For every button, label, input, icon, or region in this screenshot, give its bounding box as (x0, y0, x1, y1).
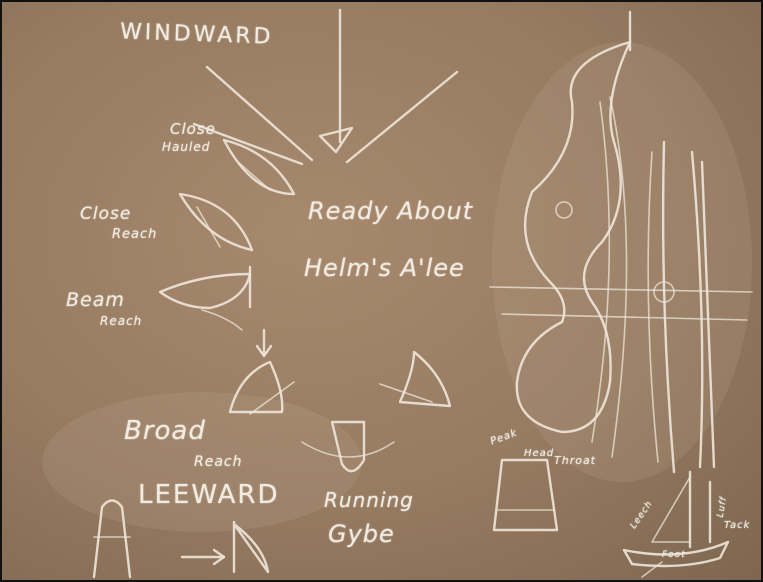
small-arrow (255, 328, 273, 358)
gybe-label: Gybe (328, 520, 395, 548)
close-hauled-label-line1: Close (170, 120, 216, 138)
sail-sketches-right (647, 140, 716, 474)
running-label: Running (324, 488, 414, 512)
broad-reach-label-line1: Broad (124, 416, 206, 446)
helms-alee-label: Helm's A'lee (304, 254, 465, 282)
close-reach-label-line1: Close (80, 204, 132, 224)
sail-parts-diagram (492, 458, 559, 532)
broad-reach-boat-sketch (228, 360, 295, 415)
tack-label: Tack (724, 520, 751, 531)
foot-label: Foot (662, 550, 686, 560)
ready-about-label: Ready About (308, 197, 474, 225)
beam-reach-label-line1: Beam (66, 289, 125, 311)
windward-label: WINDWARD (119, 19, 274, 50)
close-hauled-label-line2: Hauled (162, 140, 211, 154)
beam-reach-label-line2: Reach (100, 314, 143, 328)
close-hauled-boat-sketch (222, 138, 296, 196)
throat-label: Throat (554, 454, 596, 467)
close-reach-boat-sketch (178, 192, 254, 252)
hull-profile-sketch (489, 10, 753, 458)
leeward-label: LEEWARD (138, 480, 280, 510)
head-label: Head (524, 448, 555, 459)
close-reach-label-line2: Reach (112, 227, 158, 242)
running-boat-sketch (301, 420, 395, 473)
broad-reach-boat-sketch-right (379, 350, 452, 408)
small-boat-diagram (622, 470, 730, 578)
bottom-boat-sketches (92, 499, 270, 579)
wind-arrows (192, 8, 459, 166)
broad-reach-label-line2: Reach (194, 454, 243, 470)
beam-reach-boat-sketch (158, 265, 252, 331)
